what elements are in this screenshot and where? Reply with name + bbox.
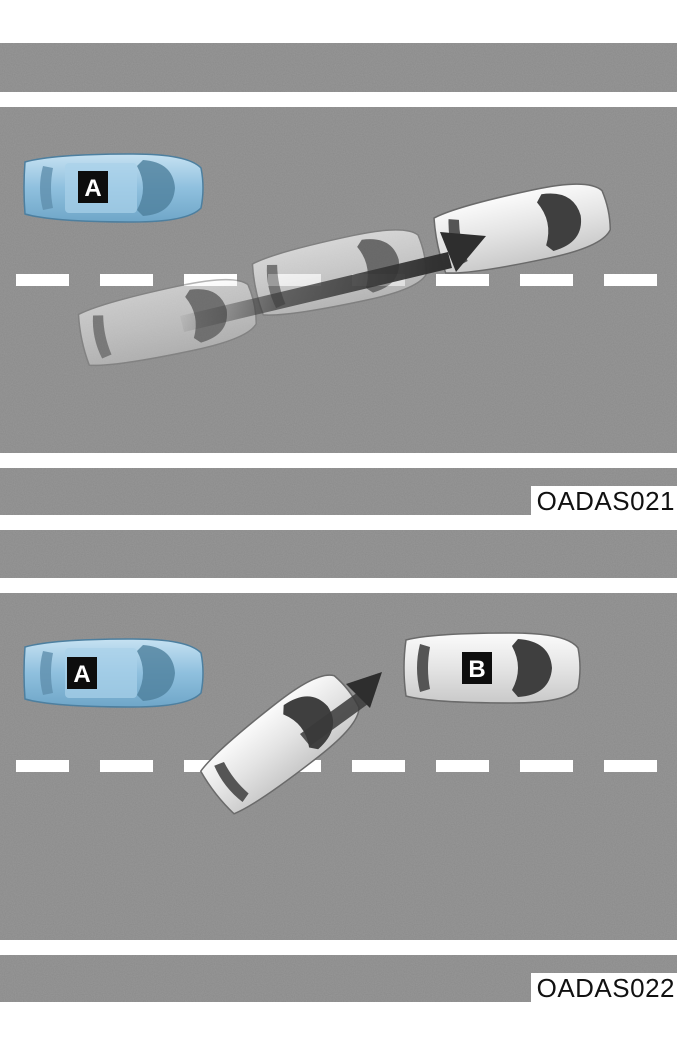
- car-a-badge: [78, 171, 108, 203]
- car-b-badge: [462, 652, 492, 684]
- lane-line-solid-top: [0, 578, 677, 593]
- panel-oadas021: A OADAS021: [0, 43, 677, 516]
- car-b-label: B: [468, 656, 485, 683]
- figure-code-label: OADAS021: [530, 486, 677, 516]
- scene-lane-change-sequence: A: [0, 43, 677, 515]
- car-a-label: A: [73, 661, 90, 688]
- car-lane-change-end: [433, 183, 612, 274]
- lane-line-solid-bottom: [0, 940, 677, 955]
- panel-oadas022: A B OADAS022: [0, 520, 677, 1040]
- lane-line-solid-top: [0, 92, 677, 107]
- figure-code-label: OADAS022: [530, 973, 677, 1003]
- trajectory-arrow: [180, 232, 486, 332]
- car-a: A: [23, 153, 204, 223]
- scene-cut-in-ahead: A B: [0, 530, 677, 1002]
- car-a-label: A: [84, 175, 101, 202]
- car-b: B: [403, 632, 581, 704]
- trajectory-arrow: [300, 672, 382, 746]
- lane-line-solid-bottom: [0, 453, 677, 468]
- car-a: A: [23, 638, 204, 708]
- car-a-badge: [67, 657, 97, 689]
